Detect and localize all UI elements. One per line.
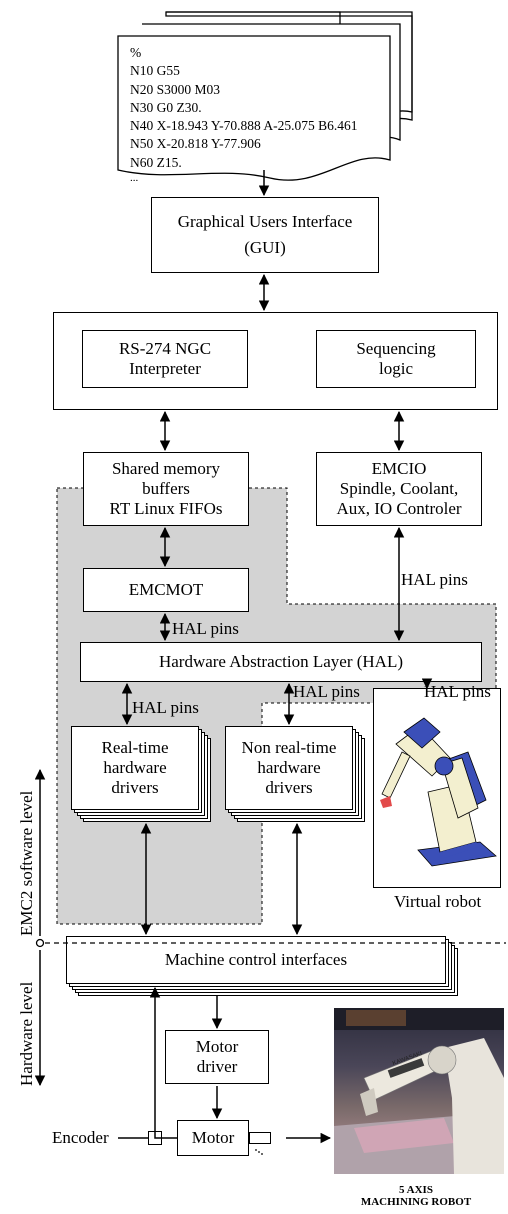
sequencing-box: Sequencing logic [316, 330, 476, 388]
emcmot-label: EMCMOT [128, 580, 204, 599]
emcio-line1: EMCIO [371, 459, 427, 478]
gcode-line: N30 G0 Z30. [130, 99, 202, 115]
rt-drivers-line1: Real-time [101, 738, 169, 757]
motor-driver-line1: Motor [195, 1037, 239, 1056]
shared-memory-line1: Shared memory [111, 459, 221, 478]
interpreter-box: RS-274 NGC Interpreter [82, 330, 248, 388]
rt-drivers-line3: drivers [111, 778, 159, 797]
motor-shaft [249, 1132, 271, 1144]
virtual-robot-label: Virtual robot [394, 892, 482, 911]
gui-box: Graphical Users Interface (GUI) [151, 197, 379, 273]
emcmot-box: EMCMOT [83, 568, 249, 612]
rt-drivers-box: Real-time hardware drivers [71, 726, 199, 810]
hal-pins-label-virtual: HAL pins [424, 682, 491, 701]
nrt-drivers-line3: drivers [265, 778, 313, 797]
motor-driver-line2: driver [196, 1057, 238, 1076]
motor-driver-box: Motor driver [165, 1030, 269, 1084]
emcio-box: EMCIO Spindle, Coolant, Aux, IO Controle… [316, 452, 482, 526]
photo-caption: 5 AXIS MACHINING ROBOT [327, 1184, 505, 1208]
hal-pins-label-nrt: HAL pins [293, 682, 360, 701]
photo-caption-line2: MACHINING ROBOT [360, 1196, 472, 1208]
gcode-line: N60 Z15. [130, 154, 182, 170]
encoder-label: Encoder [52, 1128, 109, 1147]
sequencing-line2: logic [379, 359, 413, 378]
gui-title: Graphical Users Interface [177, 212, 353, 231]
hal-pins-label-emcmot: HAL pins [172, 619, 239, 638]
machine-control-label: Machine control interfaces [164, 950, 348, 969]
robot-photo: KAWASAKI [334, 1008, 504, 1174]
motor-box: Motor [177, 1120, 249, 1156]
photo-caption-line1: 5 AXIS [399, 1184, 433, 1196]
nrt-drivers-box: Non real-time hardware drivers [225, 726, 353, 810]
shared-memory-line3: RT Linux FIFOs [109, 499, 223, 518]
gcode-line: N10 G55 [130, 63, 180, 79]
hal-label: Hardware Abstraction Layer (HAL) [158, 652, 404, 671]
rt-drivers-line2: hardware [103, 758, 167, 777]
robot-photo-art [334, 1008, 504, 1174]
emcio-line3: Aux, IO Controler [336, 499, 462, 518]
gcode-listing: % N10 G55 N20 S3000 M03 N30 G0 Z30. N40 … [130, 44, 358, 184]
gcode-line: N40 X-18.943 Y-70.888 A-25.075 B6.461 [130, 118, 358, 134]
nrt-drivers-line2: hardware [257, 758, 321, 777]
motor-label: Motor [191, 1128, 235, 1147]
gcode-line: % [130, 45, 142, 60]
gcode-line: N20 S3000 M03 [130, 81, 221, 97]
emcio-line2: Spindle, Coolant, [339, 479, 459, 498]
sequencing-line1: Sequencing [356, 339, 436, 358]
shared-memory-line2: buffers [142, 479, 190, 498]
interpreter-line2: Interpreter [129, 359, 201, 378]
machine-control-box: Machine control interfaces [66, 936, 446, 984]
nrt-drivers-line1: Non real-time [241, 738, 337, 757]
hal-pins-label-rt: HAL pins [132, 698, 199, 717]
hal-box: Hardware Abstraction Layer (HAL) [80, 642, 482, 682]
gui-abbrev: (GUI) [244, 238, 286, 257]
gcode-line: ... [130, 172, 139, 185]
gcode-line: N50 X-20.818 Y-77.906 [130, 136, 261, 152]
hal-pins-label-emcio: HAL pins [401, 570, 468, 589]
shared-memory-box: Shared memory buffers RT Linux FIFOs [83, 452, 249, 526]
interpreter-line1: RS-274 NGC [118, 339, 212, 358]
